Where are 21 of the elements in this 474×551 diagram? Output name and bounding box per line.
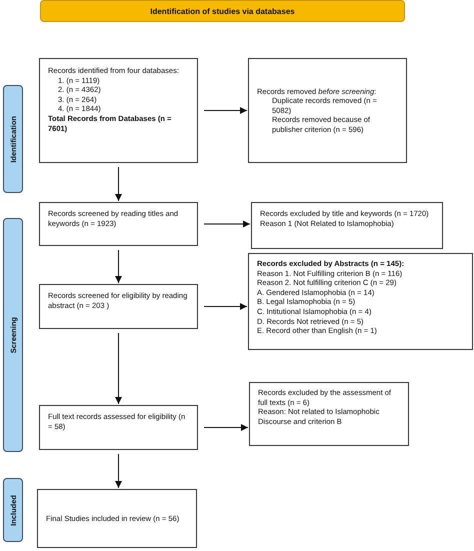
arrow (204, 107, 248, 114)
process-box (248, 253, 473, 350)
arrow (115, 454, 122, 488)
process-box (251, 202, 443, 249)
phase-header: Identification of studies via databases (40, 0, 405, 22)
process-box (39, 58, 198, 163)
arrow (115, 166, 122, 202)
arrow (115, 250, 122, 284)
arrow (204, 220, 250, 228)
process-box (37, 489, 197, 548)
process-box (39, 202, 198, 246)
process-box (249, 382, 409, 446)
phase-tab (3, 85, 23, 193)
phase-tab (3, 218, 23, 452)
arrow (204, 424, 248, 431)
process-box (39, 284, 198, 329)
arrow (204, 303, 248, 310)
process-box (39, 405, 198, 450)
arrow (115, 332, 122, 404)
process-box (248, 58, 407, 163)
phase-tab (3, 478, 23, 542)
